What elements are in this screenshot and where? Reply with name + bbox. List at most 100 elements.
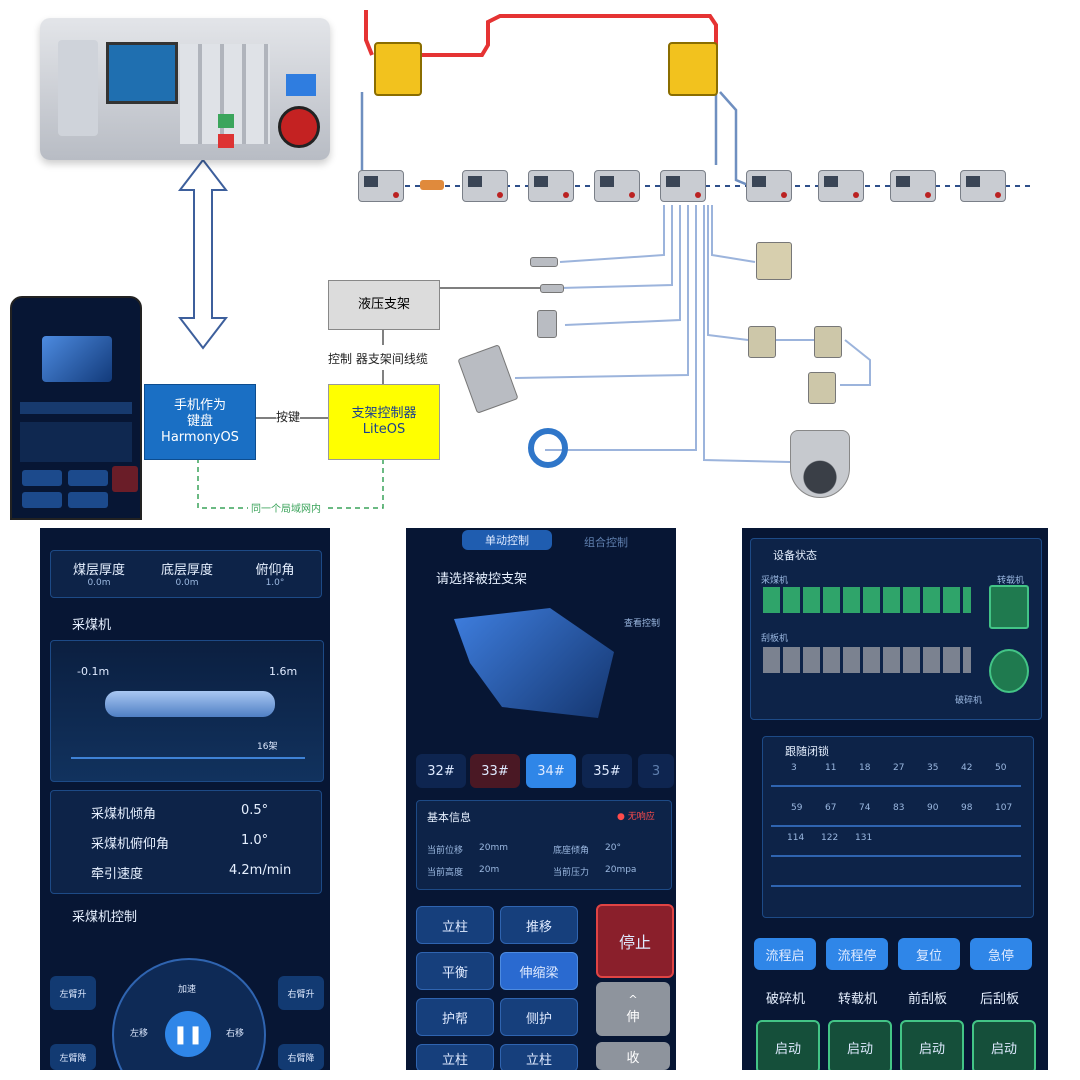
shortcut-label: 按键 bbox=[276, 408, 301, 425]
direction-dial[interactable]: 加速 左移 右移 ❚❚ bbox=[112, 958, 266, 1070]
emergency-stop-button[interactable]: 急停 bbox=[970, 938, 1032, 970]
lock-number: 50 bbox=[995, 763, 1007, 773]
stat-label: 煤层厚度 bbox=[72, 563, 125, 578]
phone-box-line: HarmonyOS bbox=[161, 430, 239, 445]
shearer-info-panel: 采煤机倾角 0.5° 采煤机俯仰角 1.0° 牵引速度 4.2m/min bbox=[50, 790, 322, 894]
support-32[interactable]: 32# bbox=[416, 754, 466, 788]
column-button-2[interactable]: 立柱 bbox=[416, 1044, 494, 1070]
network-switch-right bbox=[668, 42, 718, 96]
hydraulic-support-label: 液压支架 bbox=[357, 297, 410, 312]
support-controller-box: 支架控制器 LiteOS bbox=[328, 384, 440, 460]
field-value: 20mpa bbox=[605, 865, 637, 875]
flow-start-button[interactable]: 流程启 bbox=[754, 938, 816, 970]
reset-button[interactable]: 复位 bbox=[898, 938, 960, 970]
lock-number: 11 bbox=[825, 763, 837, 773]
cable-label: 控制 器支架间线缆 bbox=[328, 352, 428, 366]
bus-controller bbox=[462, 170, 508, 202]
info-label: 采煤机倾角 bbox=[91, 807, 157, 822]
equipment-label: 前刮板 bbox=[908, 992, 948, 1007]
sensor-plug bbox=[530, 257, 558, 267]
balance-button[interactable]: 平衡 bbox=[416, 952, 494, 990]
left-arm-up-button[interactable]: 左臂升 bbox=[50, 976, 96, 1010]
right-arm-up-button[interactable]: 右臂升 bbox=[278, 976, 324, 1010]
shearer-screen: 煤层厚度 0.0m 底层厚度 0.0m 俯仰角 1.0° 采煤机 -0.1m 1… bbox=[40, 528, 330, 1070]
support-35[interactable]: 35# bbox=[582, 754, 632, 788]
lock-number: 114 bbox=[787, 833, 805, 843]
support-34[interactable]: 34# bbox=[526, 754, 576, 788]
shearer-image bbox=[105, 691, 275, 717]
diagram-connections bbox=[177, 10, 1030, 509]
bus-controller bbox=[890, 170, 936, 202]
lock-number: 27 bbox=[893, 763, 905, 773]
column-button[interactable]: 立柱 bbox=[416, 906, 494, 944]
field-value: 20mm bbox=[479, 843, 508, 853]
start-front-scraper-button[interactable]: 启动 bbox=[900, 1020, 964, 1070]
info-label: 采煤机俯仰角 bbox=[91, 837, 170, 852]
face-guard-button[interactable]: 护帮 bbox=[416, 998, 494, 1036]
pressure-sensor bbox=[814, 326, 842, 358]
position-track bbox=[71, 757, 305, 759]
retract-button[interactable]: 收 bbox=[596, 1042, 670, 1070]
tab-single-control[interactable]: 单动控制 bbox=[462, 530, 552, 550]
lock-number: 107 bbox=[995, 803, 1013, 813]
extend-button[interactable]: ^ 伸 bbox=[596, 982, 670, 1036]
lock-number: 83 bbox=[893, 803, 905, 813]
phone-box-line: 键盘 bbox=[186, 414, 213, 429]
equipment-label: 后刮板 bbox=[980, 992, 1020, 1007]
bus-controller bbox=[528, 170, 574, 202]
advance-button[interactable]: 推移 bbox=[500, 906, 578, 944]
inline-connector bbox=[420, 180, 444, 190]
left-arm-down-button[interactable]: 左臂降 bbox=[50, 1044, 96, 1070]
bus-controller bbox=[358, 170, 404, 202]
info-value: 1.0° bbox=[241, 833, 269, 848]
telescopic-beam-button[interactable]: 伸缩梁 bbox=[500, 952, 578, 990]
start-rear-scraper-button[interactable]: 启动 bbox=[972, 1020, 1036, 1070]
follow-lock-title: 跟随闭锁 bbox=[785, 745, 829, 758]
right-arm-down-button[interactable]: 右臂降 bbox=[278, 1044, 324, 1070]
lock-number: 3 bbox=[791, 763, 797, 773]
follow-lock-panel: 跟随闭锁 3 11 18 27 35 42 50 59 67 74 83 90 … bbox=[762, 736, 1034, 918]
stats-panel: 煤层厚度 0.0m 底层厚度 0.0m 俯仰角 1.0° bbox=[50, 550, 322, 598]
pressure-sensor bbox=[808, 372, 836, 404]
basic-info-title: 基本信息 bbox=[427, 811, 471, 824]
cable-coil bbox=[528, 428, 568, 468]
bus-controller bbox=[818, 170, 864, 202]
bus-controller bbox=[660, 170, 706, 202]
stat-value: 1.0° bbox=[265, 578, 285, 588]
reloader-label: 转载机 bbox=[997, 576, 1025, 586]
dial-left-label[interactable]: 左移 bbox=[130, 1029, 149, 1039]
stop-button[interactable]: 停止 bbox=[596, 904, 674, 978]
tab-combined-control[interactable]: 组合控制 bbox=[584, 536, 628, 549]
support-3d-image bbox=[454, 608, 614, 718]
device-status-title: 设备状态 bbox=[773, 549, 817, 562]
controller-box-line: 支架控制器 bbox=[351, 406, 417, 421]
crusher-icon bbox=[989, 649, 1029, 693]
position-label: 16架 bbox=[257, 742, 278, 752]
dial-right-label[interactable]: 右移 bbox=[226, 1029, 245, 1039]
field-value: 20° bbox=[605, 843, 621, 853]
column-button-3[interactable]: 立柱 bbox=[500, 1044, 578, 1070]
conveyor-status-bar bbox=[763, 647, 971, 673]
lock-number: 90 bbox=[927, 803, 939, 813]
support-33[interactable]: 33# bbox=[470, 754, 520, 788]
camera-image bbox=[790, 430, 850, 498]
shearer-status-bar bbox=[763, 587, 971, 613]
pause-button[interactable]: ❚❚ bbox=[165, 1011, 211, 1057]
row1-label: 采煤机 bbox=[761, 576, 789, 586]
bus-controller bbox=[960, 170, 1006, 202]
view-control-label[interactable]: 查看控制 bbox=[624, 619, 661, 629]
start-crusher-button[interactable]: 启动 bbox=[756, 1020, 820, 1070]
side-guard-button[interactable]: 侧护 bbox=[500, 998, 578, 1036]
stat-label: 底层厚度 bbox=[160, 563, 213, 578]
select-support-title: 请选择被控支架 bbox=[436, 572, 528, 587]
stat-label: 俯仰角 bbox=[255, 563, 295, 578]
system-diagram: 液压支架 控制 器支架间线缆 手机作为 键盘 HarmonyOS 按键 支架控制… bbox=[0, 0, 1080, 520]
support-next[interactable]: 3 bbox=[638, 754, 674, 788]
flow-stop-button[interactable]: 流程停 bbox=[826, 938, 888, 970]
same-lan-label: 同一个局域网内 bbox=[248, 500, 324, 515]
pressure-sensor bbox=[748, 326, 776, 358]
range-left: -0.1m bbox=[77, 665, 110, 678]
dial-up-label[interactable]: 加速 bbox=[178, 985, 197, 995]
start-reloader-button[interactable]: 启动 bbox=[828, 1020, 892, 1070]
lock-number: 67 bbox=[825, 803, 837, 813]
